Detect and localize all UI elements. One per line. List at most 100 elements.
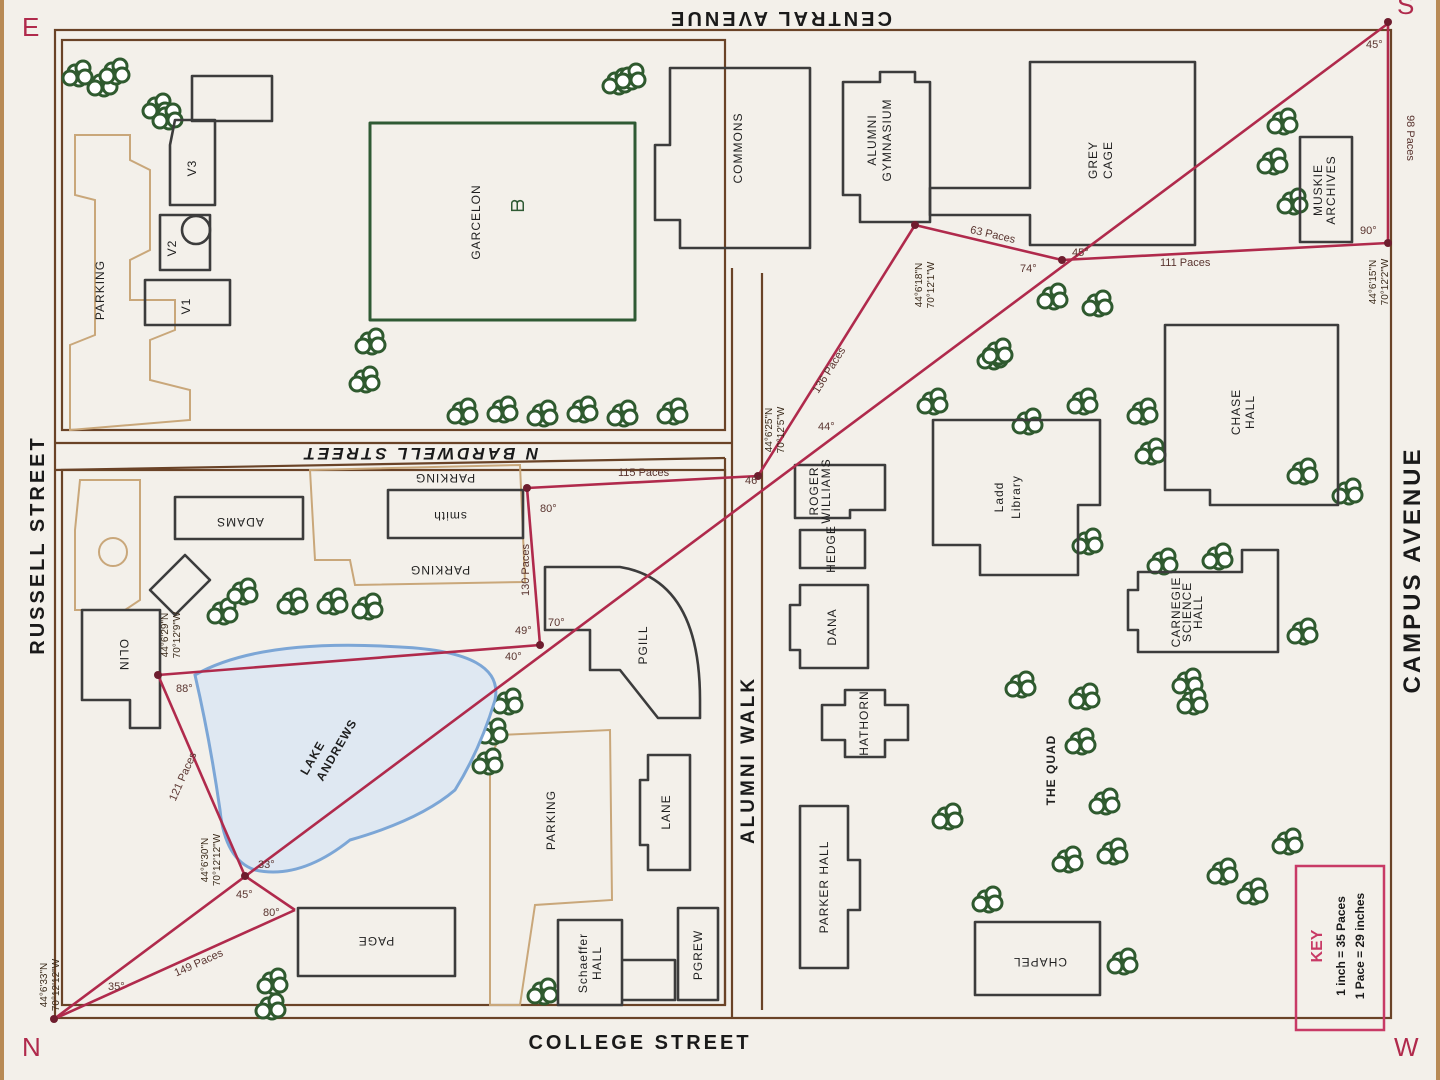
tree-lobe bbox=[1171, 677, 1189, 695]
tree bbox=[276, 587, 309, 616]
tree-lobe bbox=[76, 68, 94, 86]
street-college: COLLEGE STREET bbox=[528, 1032, 751, 1054]
tree-lobe bbox=[1096, 298, 1114, 316]
tree bbox=[1106, 947, 1139, 976]
tree-lobe bbox=[269, 1001, 287, 1019]
tree-lobe bbox=[1301, 466, 1319, 484]
label-commons: COMMONS bbox=[731, 113, 745, 184]
tree bbox=[1286, 457, 1319, 486]
tree-lobe bbox=[506, 696, 524, 714]
label-alumni-gym-2: GYMNASIUM bbox=[880, 98, 894, 181]
tree-lobe bbox=[1286, 467, 1304, 485]
tree-lobe bbox=[1096, 847, 1114, 865]
label-chase-2: HALL bbox=[1243, 395, 1257, 429]
label-ladd-1: Ladd bbox=[992, 482, 1006, 513]
angle-top: 45° bbox=[1366, 39, 1383, 51]
street-central-avenue: CENTRAL AVENUE bbox=[668, 7, 892, 29]
tree bbox=[916, 387, 949, 416]
tree-lobe bbox=[256, 977, 274, 995]
tree-lobe bbox=[348, 375, 366, 393]
survey-point bbox=[1384, 18, 1392, 26]
parking-lower-outline bbox=[489, 728, 614, 1006]
paces-98: 98 Paces bbox=[1404, 115, 1416, 161]
building-hedge bbox=[798, 528, 867, 570]
tree bbox=[1331, 477, 1364, 506]
tree-lobe bbox=[1251, 886, 1269, 904]
building-ladd-library bbox=[931, 418, 1102, 577]
tree-lobe bbox=[1271, 837, 1289, 855]
road-network bbox=[53, 28, 1393, 1020]
corner-top-right: S bbox=[1397, 0, 1414, 20]
label-carnegie-1: CARNEGIE bbox=[1169, 577, 1183, 648]
tree-lobe bbox=[1286, 627, 1304, 645]
tree-lobe bbox=[1066, 854, 1084, 872]
tree-lobe bbox=[566, 405, 584, 423]
survey-gym-to-cage bbox=[914, 223, 1063, 262]
tree-lobe bbox=[291, 596, 309, 614]
tree-lobe bbox=[1019, 679, 1037, 697]
tree-lobe bbox=[1134, 447, 1152, 465]
tree-lobe bbox=[1004, 680, 1022, 698]
tree-lobe bbox=[526, 409, 544, 427]
coord-gym-1: 44°6'18"N bbox=[914, 263, 925, 308]
angle-olin: 88° bbox=[176, 683, 193, 695]
corner-top-left: E bbox=[22, 12, 39, 42]
label-chase-1: CHASE bbox=[1229, 389, 1243, 435]
building-chapel bbox=[973, 920, 1102, 997]
label-lane: LANE bbox=[659, 794, 673, 829]
tree-lobe bbox=[1281, 116, 1299, 134]
tree bbox=[1266, 107, 1299, 136]
survey-olin-to-leftmid bbox=[156, 674, 247, 877]
angle-lm: 45° bbox=[236, 889, 253, 901]
street-campus-avenue: CAMPUS AVENUE bbox=[1399, 446, 1426, 693]
key-title: KEY bbox=[1309, 929, 1326, 962]
tree-lobe bbox=[671, 406, 689, 424]
label-roger-1: ROGER bbox=[807, 466, 821, 515]
building-v2-dome bbox=[180, 214, 212, 246]
tree-lobe bbox=[1286, 836, 1304, 854]
tree-lobe bbox=[931, 396, 949, 414]
label-parking-top: PARKING bbox=[93, 260, 107, 320]
label-hedge: HEDGE bbox=[824, 525, 838, 573]
coord-olin-2: 70°12'9"W bbox=[172, 611, 183, 658]
parking-upper-left-outline bbox=[69, 134, 191, 432]
survey-network bbox=[53, 20, 1391, 1021]
tree bbox=[348, 365, 381, 394]
tree-lobe bbox=[1103, 796, 1121, 814]
tree bbox=[486, 395, 519, 424]
tree-lobe bbox=[581, 404, 599, 422]
label-adams: ADAMS bbox=[216, 515, 264, 529]
street-alumni-walk: ALUMNI WALK bbox=[738, 676, 759, 844]
label-grey-cage-1: GREY bbox=[1086, 141, 1100, 179]
tree-lobe bbox=[331, 596, 349, 614]
paces-111: 111 Paces bbox=[1160, 257, 1211, 269]
key-line-1: 1 inch = 35 Paces bbox=[1334, 896, 1348, 996]
tree-lobe bbox=[996, 346, 1014, 364]
survey-left-point-to-page bbox=[53, 908, 296, 1021]
tree-lobe bbox=[151, 112, 169, 130]
survey-point bbox=[241, 872, 249, 880]
label-alumni-gym-1: ALUMNI bbox=[865, 114, 879, 165]
coord-left-mid-1: 44°6'30"N bbox=[200, 838, 211, 883]
tree-lobe bbox=[1081, 299, 1099, 317]
tree-lobe bbox=[1111, 846, 1129, 864]
angle-cage: 45° bbox=[1072, 247, 1089, 259]
coord-gym-2: 70°12'1"W bbox=[926, 261, 937, 308]
survey-smith-to-walk bbox=[526, 474, 759, 490]
label-page: PAGE bbox=[358, 934, 394, 948]
label-v1: V1 bbox=[179, 298, 193, 315]
tree bbox=[1256, 147, 1289, 176]
tree-lobe bbox=[621, 408, 639, 426]
building-dana bbox=[788, 583, 870, 670]
campus-boundary bbox=[53, 28, 1393, 1020]
building-adams bbox=[173, 495, 305, 541]
block-upper-left bbox=[60, 38, 727, 432]
angle-bl: 35° bbox=[108, 981, 125, 993]
tree bbox=[526, 977, 559, 1006]
tree-lobe bbox=[1256, 157, 1274, 175]
survey-point bbox=[50, 1015, 58, 1023]
angle-page: 80° bbox=[263, 907, 280, 919]
tree-lobe bbox=[363, 374, 381, 392]
tree-lobe bbox=[1106, 957, 1124, 975]
tree-lobe bbox=[351, 602, 369, 620]
